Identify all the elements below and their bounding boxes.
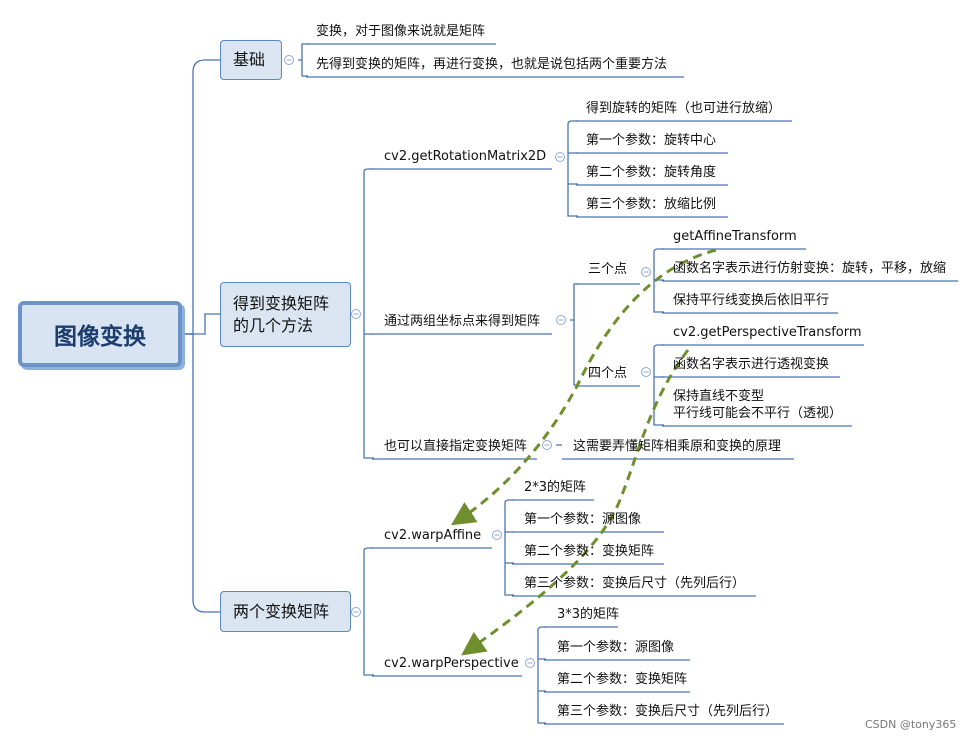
- node-methods-label-line2: 的几个方法: [233, 315, 314, 335]
- rotation-item-3: 第二个参数：旋转角度: [586, 165, 717, 180]
- node-rotation[interactable]: cv2.getRotationMatrix2D: [384, 149, 547, 164]
- node-methods-label-line1: 得到变换矩阵: [233, 293, 330, 313]
- relation-arrow-affine: [450, 248, 717, 526]
- node-two-point-sets[interactable]: 通过两组坐标点来得到矩阵: [384, 314, 541, 329]
- node-warp-affine[interactable]: cv2.warpAffine: [384, 528, 482, 543]
- connector-two: [363, 547, 374, 676]
- relation-arrow-perspective: [461, 349, 690, 656]
- node-direct[interactable]: 也可以直接指定变换矩阵: [384, 439, 528, 454]
- warp-affine-item-2: 第一个参数：源图像: [524, 512, 642, 527]
- connector-points: [570, 283, 578, 386]
- four-points-item-2: 函数名字表示进行透视变换: [673, 357, 830, 372]
- node-four-points[interactable]: 四个点: [588, 366, 628, 381]
- connector-affine: [504, 499, 514, 596]
- warp-persp-item-2: 第一个参数：源图像: [557, 640, 675, 655]
- warp-persp-item-4: 第三个参数：变换后尺寸（先列后行）: [557, 704, 779, 719]
- node-basics[interactable]: 基础: [220, 40, 282, 80]
- three-points-item-3: 保持平行线变换后依旧平行: [673, 293, 830, 308]
- connector-root-two: [183, 333, 220, 613]
- warp-persp-item-1: 3*3的矩阵: [557, 607, 620, 622]
- connector-methods: [363, 168, 374, 459]
- four-points-item-3-line1: 保持直线不变型: [673, 389, 765, 404]
- warp-affine-item-4: 第三个参数：变换后尺寸（先列后行）: [524, 576, 746, 591]
- warp-affine-item-3: 第二个参数：变换矩阵: [524, 544, 655, 559]
- connector-root-basics: [183, 59, 220, 335]
- node-two-matrices[interactable]: 两个变换矩阵: [220, 591, 351, 632]
- node-two-matrices-label: 两个变换矩阵: [233, 601, 330, 621]
- four-points-item-1: cv2.getPerspectiveTransform: [673, 325, 862, 340]
- node-three-points[interactable]: 三个点: [588, 262, 628, 277]
- root-label: 图像变换: [54, 324, 146, 350]
- watermark: CSDN @tony365: [865, 718, 957, 731]
- node-warp-perspective[interactable]: cv2.warpPerspective: [384, 656, 519, 671]
- connector-four: [653, 344, 664, 426]
- warp-affine-item-1: 2*3的矩阵: [524, 480, 587, 495]
- rotation-item-2: 第一个参数：旋转中心: [586, 133, 717, 148]
- connector-basics: [298, 43, 308, 77]
- rotation-item-4: 第三个参数：放缩比例: [586, 197, 717, 212]
- connector-rotation: [567, 120, 578, 217]
- three-points-item-1: getAffineTransform: [673, 229, 797, 244]
- connector-root-methods: [183, 313, 220, 335]
- node-methods[interactable]: 得到变换矩阵 的几个方法: [220, 282, 351, 347]
- connector-persp: [537, 626, 546, 724]
- node-basics-label: 基础: [233, 50, 266, 69]
- rotation-item-1: 得到旋转的矩阵（也可进行放缩）: [586, 101, 782, 116]
- basics-item-2: 先得到变换的矩阵，再进行变换，也就是说包括两个重要方法: [316, 57, 668, 72]
- warp-persp-item-3: 第二个参数：变换矩阵: [557, 672, 688, 687]
- three-points-item-2: 函数名字表示进行仿射变换：旋转，平移，放缩: [673, 261, 947, 276]
- basics-item-1: 变换，对于图像来说就是矩阵: [316, 24, 486, 39]
- direct-item: 这需要弄懂矩阵相乘原和变换的原理: [573, 439, 782, 454]
- four-points-item-3-line2: 平行线可能会不平行（透视）: [673, 406, 843, 421]
- root-node[interactable]: 图像变换: [18, 301, 182, 367]
